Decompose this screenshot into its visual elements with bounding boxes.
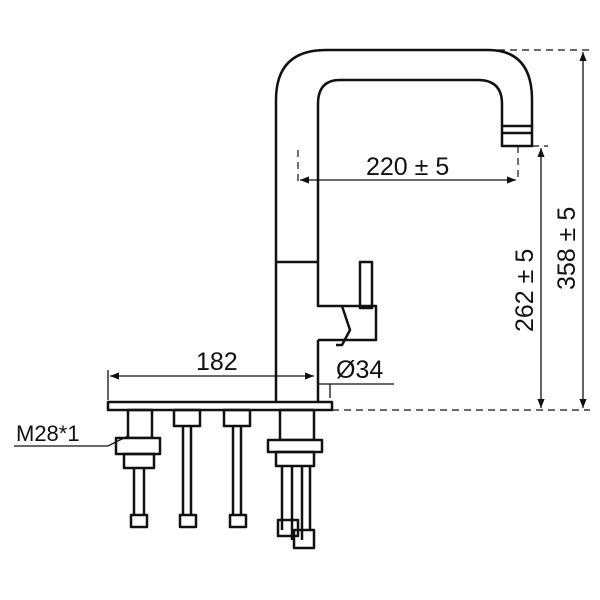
body-column: [274, 262, 342, 402]
thread-leader: [14, 435, 129, 447]
faucet-outline: [106, 48, 534, 550]
lever-handle: [358, 260, 374, 310]
threaded-shank: [114, 408, 162, 529]
reference-lines: [297, 49, 590, 411]
offset-dimension-label: 182: [196, 348, 238, 376]
main-shank: [266, 408, 324, 550]
spout-outlet: [500, 124, 534, 148]
total-height-dimension-label: 358 ± 5: [553, 207, 581, 290]
dimension-lines: [14, 52, 587, 447]
spout-inner: [316, 78, 504, 262]
deck-plate: [106, 400, 334, 412]
thread-size-label: M28*1: [16, 421, 80, 446]
spout-height-dimension-label: 262 ± 5: [511, 249, 539, 332]
diameter-dimension-label: Ø34: [336, 356, 383, 384]
reach-dimension-label: 220 ± 5: [366, 153, 449, 181]
spout-outer: [274, 48, 534, 262]
lever-block: [318, 304, 378, 342]
hose-connector-2: [222, 408, 252, 529]
hose-connector-1: [172, 408, 202, 529]
